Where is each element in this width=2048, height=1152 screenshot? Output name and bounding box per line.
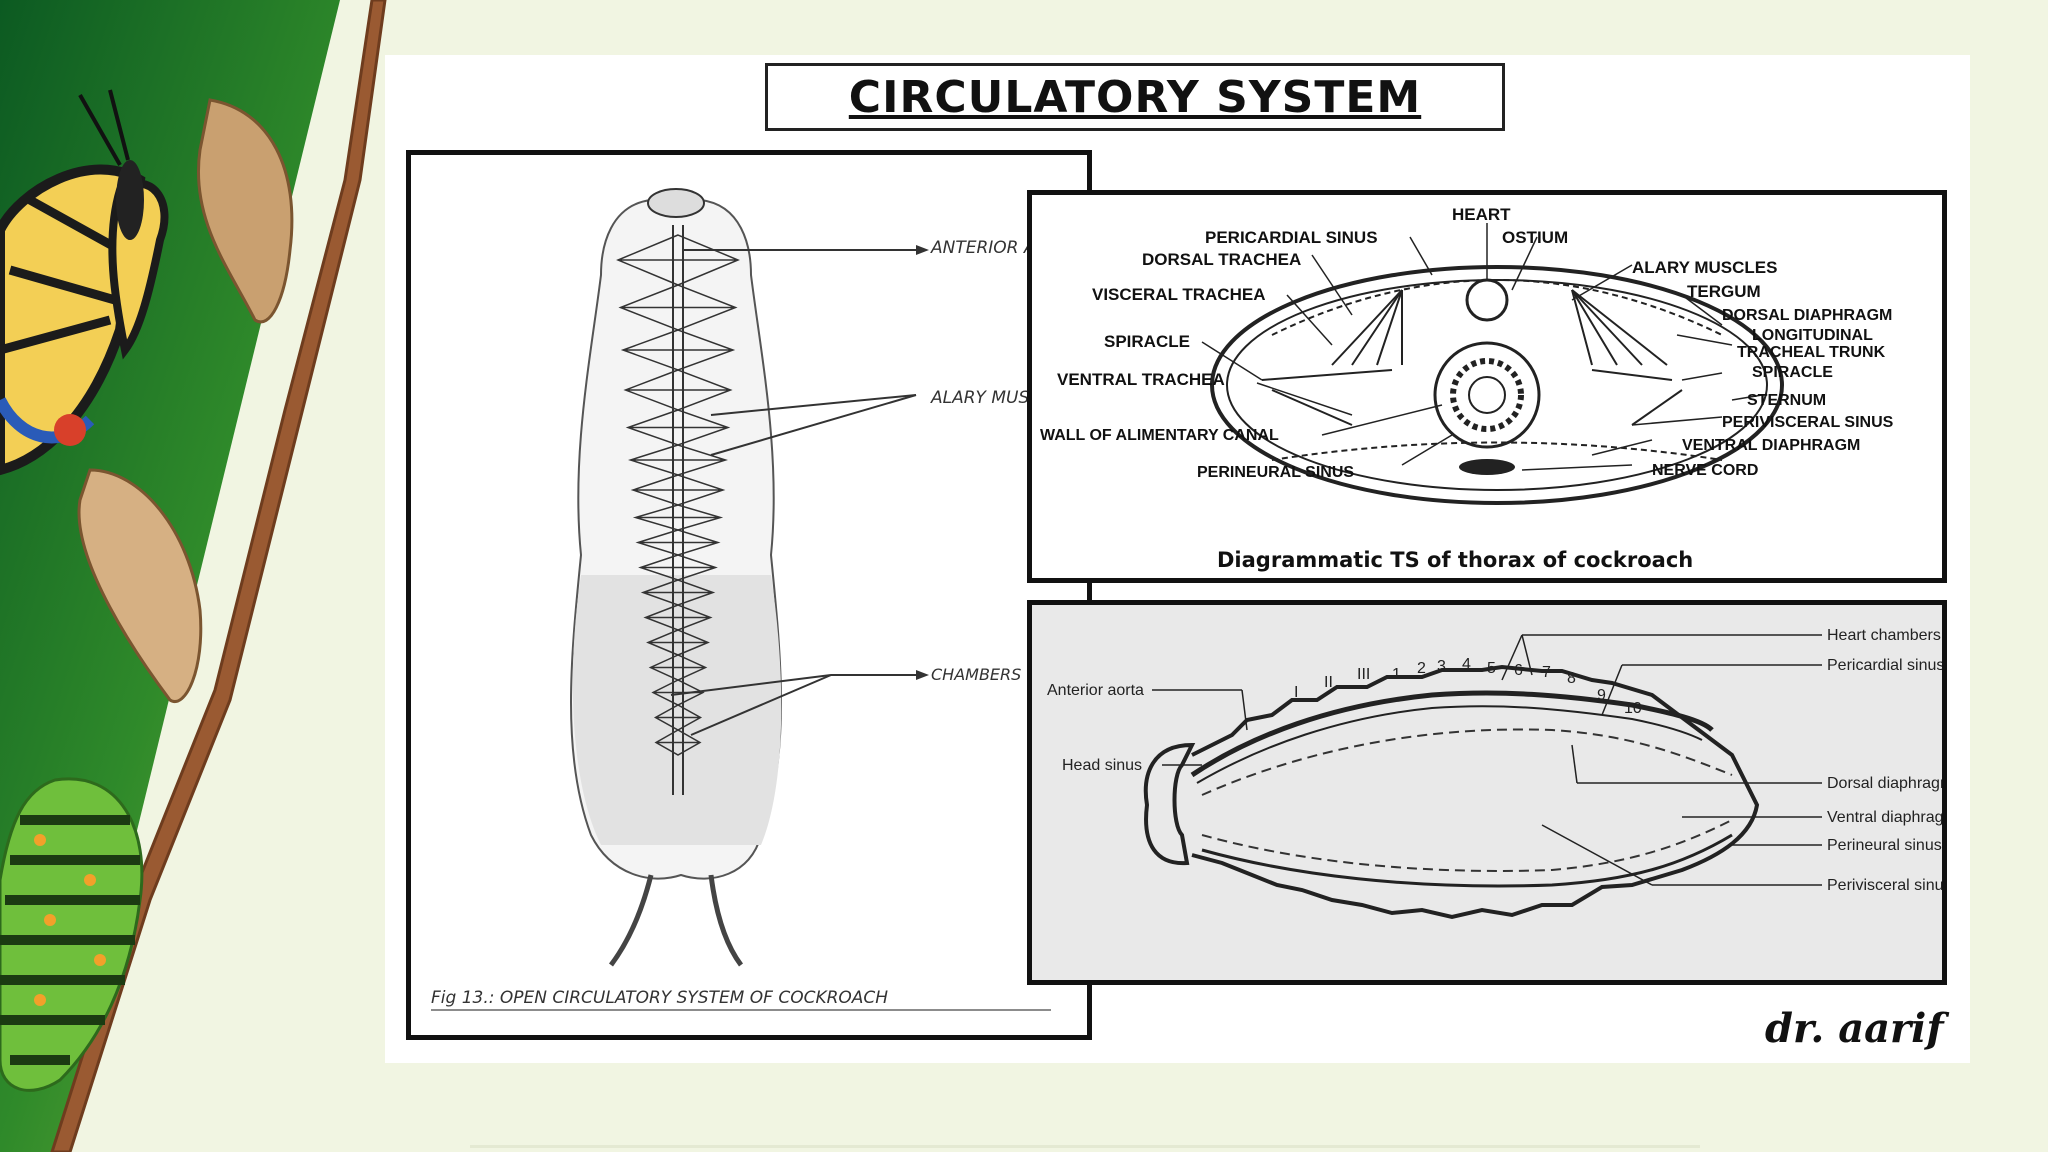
label-longitudinal: LONGITUDINAL [1752,327,1873,344]
label-tergum: TERGUM [1687,282,1761,301]
alary-muscle-fan [654,729,702,756]
head [647,188,705,218]
label-spiracle-right: SPIRACLE [1752,364,1833,381]
label-perivisceral-sinus: Perivisceral sinus [1827,877,1942,894]
figure-dorsal-view: ANTERIOR AORTA ALARY MUSCLES CHAMBERS OF… [406,150,1147,1040]
label-perivisceral-sinus: PERIVISCERAL SINUS [1722,414,1894,431]
label-ventral-diaphragm: VENTRAL DIAPHRAGM [1682,437,1860,454]
caterpillar-icon [0,777,144,1092]
segment-number: 3 [1437,658,1446,675]
nature-side-illustration [0,0,400,1152]
pupa-middle [77,468,203,703]
label-dorsal-diaphragm: DORSAL DIAPHRAGM [1722,307,1892,324]
figure-lateral-section: Heart chambers Pericardial sinus Anterio… [1027,600,1957,985]
page-title: CIRCULATORY SYSTEM [848,71,1422,123]
label-spiracle-left: SPIRACLE [1104,332,1190,351]
signature: dr. aarif [1765,1005,1944,1052]
figure-thorax-ts: HEART PERICARDIAL SINUS OSTIUM DORSAL TR… [1027,190,1947,583]
thorax-ts-drawing: HEART PERICARDIAL SINUS OSTIUM DORSAL TR… [1040,205,1894,572]
label-sternum: STERNUM [1747,392,1826,409]
segment-number: III [1357,666,1370,683]
label-alary-muscles: ALARY MUSCLES [1632,258,1777,277]
butterfly-icon [0,89,169,476]
label-dorsal-trachea: DORSAL TRACHEA [1142,250,1301,269]
label-perineural-sinus: PERINEURAL SINUS [1197,464,1354,481]
segment-number: II [1324,674,1333,691]
segment-number: 2 [1417,660,1426,677]
figure-caption-top: Diagrammatic TS of thorax of cockroach [1217,548,1693,572]
label-nerve-cord: NERVE CORD [1652,462,1758,479]
segment-number: 8 [1567,670,1576,687]
segment-number: I [1294,684,1298,701]
label-heart: HEART [1452,205,1511,224]
label-tracheal-trunk: TRACHEAL TRUNK [1737,344,1886,361]
heart [1465,278,1509,322]
label-pericardial-sinus: PERICARDIAL SINUS [1205,228,1378,247]
segment-number: 5 [1487,660,1496,677]
label-heart-chambers: Heart chambers [1827,627,1941,644]
segment-number: 6 [1514,662,1523,679]
segment-number: 4 [1462,656,1471,673]
figure-caption-left: Fig 13.: OPEN CIRCULATORY SYSTEM OF COCK… [431,988,888,1008]
head-sinus-outline [1143,742,1196,866]
branch [50,0,387,1152]
label-anterior-aorta: Anterior aorta [1047,682,1144,699]
cockroach-heart-drawing: ANTERIOR AORTA ALARY MUSCLES CHAMBERS OF… [431,188,1147,1011]
nerve-cord [1459,459,1515,475]
label-head-sinus: Head sinus [1062,757,1142,774]
segment-number: 9 [1597,687,1606,704]
lateral-section-drawing: Heart chambers Pericardial sinus Anterio… [1047,627,1957,920]
label-pericardial-sinus: Pericardial sinus [1827,657,1942,674]
label-visceral-trachea: VISCERAL TRACHEA [1092,285,1265,304]
segment-number: 7 [1542,664,1551,681]
label-ventral-diaphragm: Ventral diaphragm [1827,809,1942,826]
label-ventral-trachea: VENTRAL TRACHEA [1057,370,1225,389]
heart-tube [1190,690,1714,778]
segment-number: 10 [1624,700,1642,717]
label-wall-alimentary-canal: WALL OF ALIMENTARY CANAL [1040,427,1279,444]
segment-number: 1 [1392,666,1401,683]
bottom-rule [470,1145,1700,1148]
label-perineural-sinus: Perineural sinus [1827,837,1942,854]
dorsal-outline [1191,664,1760,920]
label-ostium: OSTIUM [1502,228,1568,247]
body-wall [1210,265,1784,505]
alimentary-canal [1433,341,1541,449]
pupa-top [197,98,294,324]
label-dorsal-diaphragm: Dorsal diaphragm [1827,775,1942,792]
title-box: CIRCULATORY SYSTEM [765,63,1505,131]
dorsal-vessel [672,225,684,795]
